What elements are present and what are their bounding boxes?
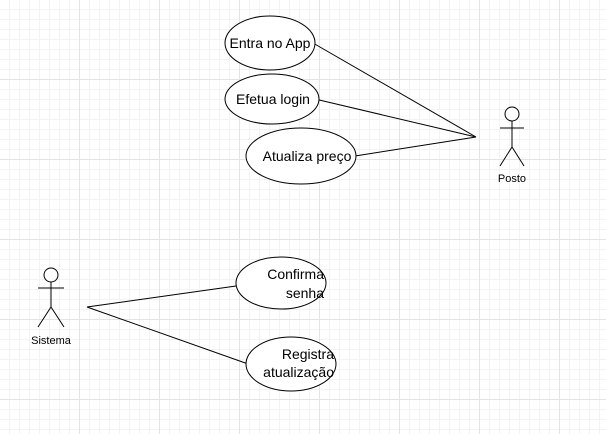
actor-label: Posto [498, 173, 526, 185]
use-case-label: Entra no App [230, 35, 311, 51]
use-case-atualiza-preco[interactable]: Atualiza preço [245, 127, 357, 185]
actor-label: Sistema [31, 335, 72, 347]
use-case-label: Atualiza preço [263, 148, 352, 164]
use-case-label: Efetua login [236, 91, 310, 107]
use-case-label-line2: atualização [263, 364, 334, 380]
association-registra-atualizacao [86, 306, 252, 366]
use-case-efetua-login[interactable]: Efetua login [224, 73, 320, 125]
actor-sistema[interactable]: Sistema [31, 267, 72, 347]
association-confirma-senha [86, 285, 237, 308]
association-atualiza-preco [354, 136, 477, 157]
use-case-registra-atualizacao[interactable]: Registra atualização [245, 336, 337, 392]
use-case-confirma-senha[interactable]: Confirma senha [235, 256, 327, 310]
association-efetua-login [314, 98, 477, 138]
use-case-entra-no-app[interactable]: Entra no App [224, 15, 316, 71]
stick-figure-icon [499, 106, 525, 167]
use-case-label-line1: Confirma [267, 266, 324, 282]
use-case-label-line1: Registra [282, 346, 334, 362]
stick-figure-icon [37, 267, 65, 328]
use-case-label-line2: senha [286, 285, 324, 301]
actor-posto[interactable]: Posto [498, 106, 526, 185]
association-entra-no-app [312, 42, 477, 138]
